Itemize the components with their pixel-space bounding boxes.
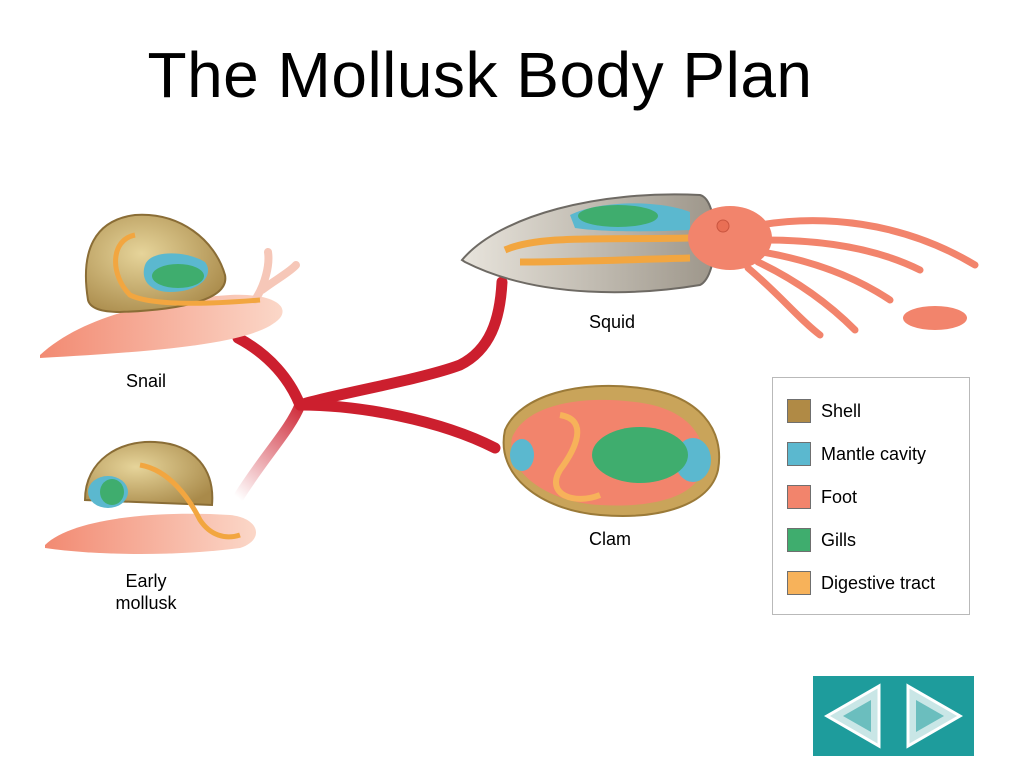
legend-label-mantle-cavity: Mantle cavity: [821, 443, 927, 464]
legend: Shell Mantle cavity Foot Gills Digestive…: [772, 377, 970, 615]
legend-item-gills: Gills: [787, 525, 856, 555]
chevron-left-icon: [823, 683, 881, 749]
next-slide-button[interactable]: [894, 676, 974, 756]
squid-illustration: [460, 193, 979, 339]
legend-swatch-gills: [787, 528, 811, 552]
legend-swatch-foot: [787, 485, 811, 509]
legend-swatch-shell: [787, 399, 811, 423]
label-clam: Clam: [588, 529, 631, 549]
legend-item-digestive-tract: Digestive tract: [787, 568, 935, 598]
legend-item-shell: Shell: [787, 396, 861, 426]
clam-illustration: [502, 384, 721, 517]
label-early-mollusk: Early mollusk: [100, 570, 192, 614]
previous-slide-button[interactable]: [813, 676, 893, 756]
chevron-right-icon: [906, 683, 964, 749]
label-early-mollusk-line2: mollusk: [115, 593, 177, 613]
snail-illustration: [40, 213, 300, 358]
legend-label-shell: Shell: [821, 400, 862, 421]
label-snail: Snail: [125, 371, 167, 391]
legend-item-foot: Foot: [787, 482, 857, 512]
legend-item-mantle-cavity: Mantle cavity: [787, 439, 926, 469]
branch-lines: [232, 276, 508, 504]
legend-label-foot: Foot: [821, 486, 858, 507]
slide-navigation: [813, 676, 974, 756]
legend-swatch-digestive-tract: [787, 571, 811, 595]
page-title: The Mollusk Body Plan: [147, 39, 813, 111]
legend-label-gills: Gills: [821, 529, 856, 550]
early-mollusk-illustration: [45, 440, 257, 554]
label-early-mollusk-line1: Early: [125, 571, 167, 591]
legend-label-digestive-tract: Digestive tract: [821, 572, 936, 593]
legend-swatch-mantle-cavity: [787, 442, 811, 466]
label-squid: Squid: [588, 312, 636, 332]
